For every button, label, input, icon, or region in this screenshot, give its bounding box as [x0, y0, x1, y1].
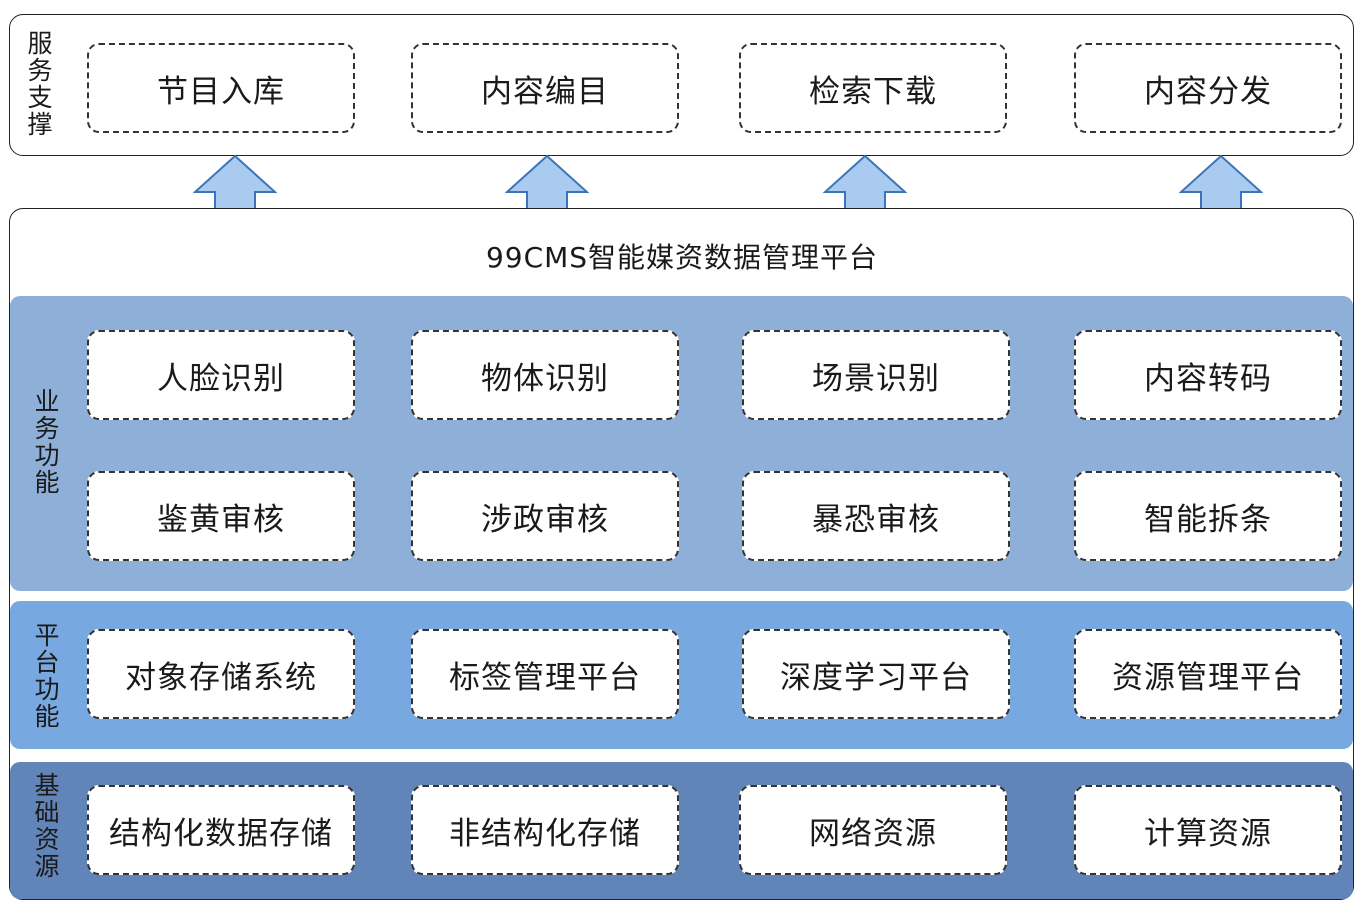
up-arrow-icon: [193, 154, 277, 210]
platform-deep-learning: 深度学习平台: [742, 629, 1010, 719]
function-porn-review: 鉴黄审核: [87, 471, 355, 561]
platform-object-storage: 对象存储系统: [87, 629, 355, 719]
function-transcoding: 内容转码: [1074, 330, 1342, 420]
platform-title: 99CMS智能媒资数据管理平台: [485, 241, 879, 274]
up-arrow-icon: [1179, 154, 1263, 210]
infra-structured-storage: 结构化数据存储: [87, 785, 355, 875]
function-terror-review: 暴恐审核: [742, 471, 1010, 561]
function-object-recognition: 物体识别: [411, 330, 679, 420]
infrastructure-label: 基 础 资 源: [34, 771, 60, 881]
function-smart-clipping: 智能拆条: [1074, 471, 1342, 561]
function-face-recognition: 人脸识别: [87, 330, 355, 420]
function-scene-recognition: 场景识别: [742, 330, 1010, 420]
service-support-label: 服 务 支 撑: [27, 29, 53, 139]
up-arrow-icon: [823, 154, 907, 210]
infra-network-resources: 网络资源: [739, 785, 1007, 875]
infra-unstructured-storage: 非结构化存储: [411, 785, 679, 875]
function-political-review: 涉政审核: [411, 471, 679, 561]
up-arrow-icon: [505, 154, 589, 210]
service-item-ingest: 节目入库: [87, 43, 355, 133]
platform-functions-label: 平 台 功 能: [34, 621, 60, 731]
business-functions-label: 业 务 功 能: [34, 387, 60, 497]
infra-compute-resources: 计算资源: [1074, 785, 1342, 875]
service-item-distribution: 内容分发: [1074, 43, 1342, 133]
platform-resource-management: 资源管理平台: [1074, 629, 1342, 719]
service-item-search-download: 检索下载: [739, 43, 1007, 133]
service-item-cataloging: 内容编目: [411, 43, 679, 133]
platform-tag-management: 标签管理平台: [411, 629, 679, 719]
